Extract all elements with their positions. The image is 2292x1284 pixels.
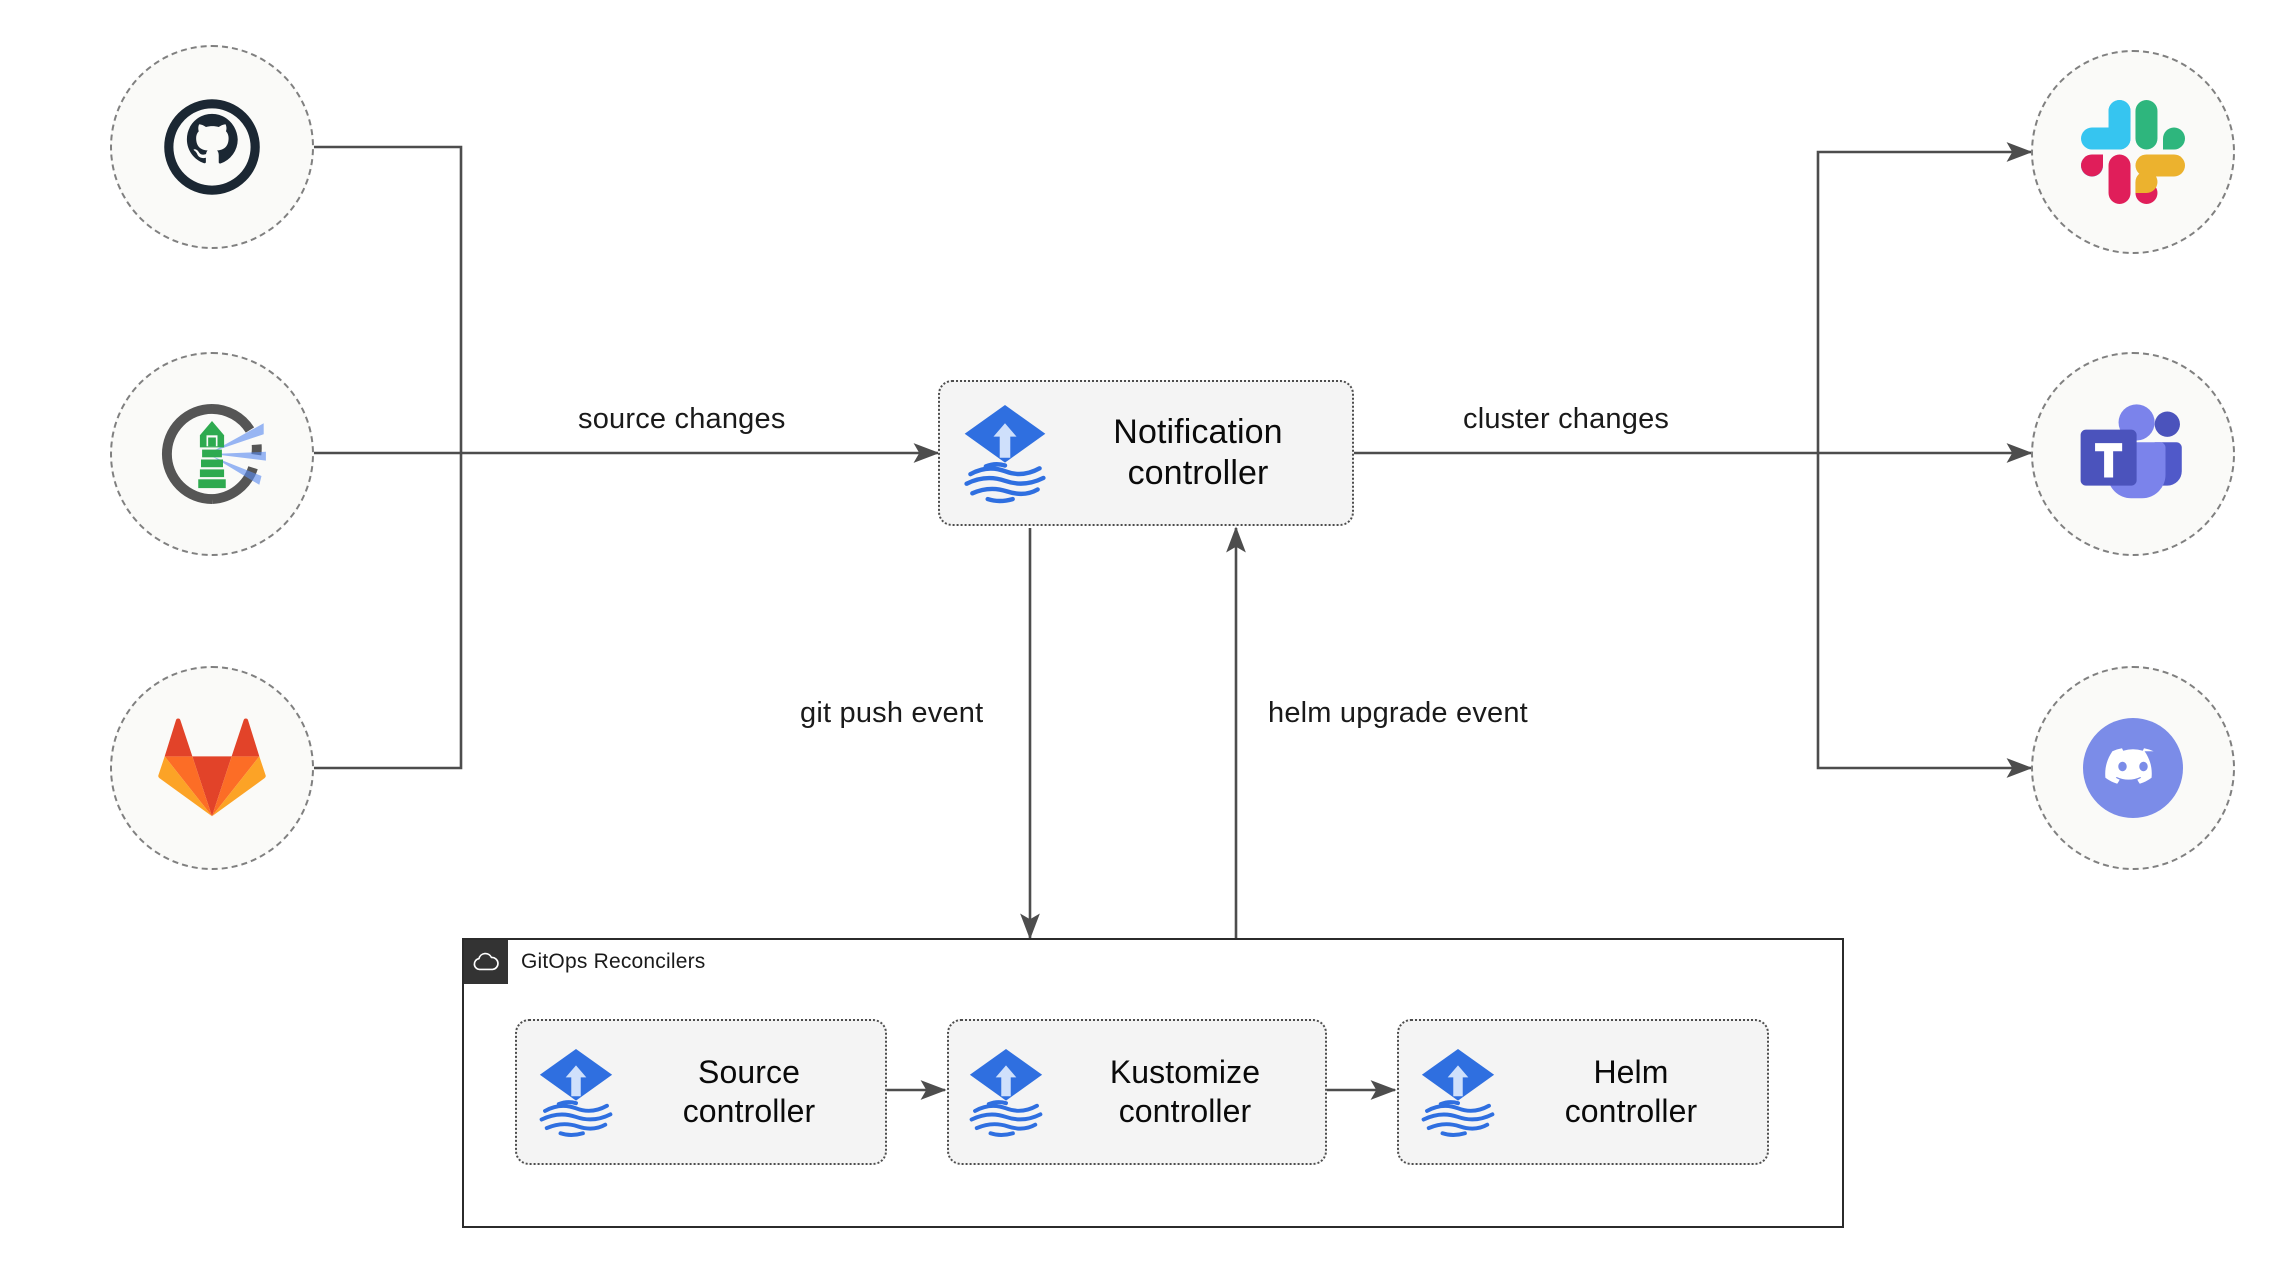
- flux-lighthouse-icon: [161, 403, 266, 505]
- destination-node-teams[interactable]: [2031, 352, 2235, 556]
- source-controller-label: Source controller: [682, 1053, 816, 1129]
- gitlab-icon: [158, 718, 266, 817]
- cloud-badge: [464, 940, 508, 984]
- github-icon: [164, 99, 260, 195]
- kustomize-controller-box[interactable]: Kustomize controller: [947, 1019, 1327, 1165]
- wire-trunk-to-slack: [1816, 142, 2033, 453]
- gitops-header: GitOps Reconcilers: [464, 940, 706, 984]
- edge-label-helm-upgrade-event: helm upgrade event: [1268, 697, 1528, 729]
- source-node-github[interactable]: [110, 45, 314, 249]
- notification-controller-box[interactable]: Notification controller: [938, 380, 1354, 526]
- edge-label-cluster-changes: cluster changes: [1463, 403, 1670, 435]
- helm-controller-label: Helm controller: [1564, 1053, 1698, 1129]
- flux-controller-icon: [1421, 1049, 1495, 1137]
- edge-label-git-push-event: git push event: [800, 697, 984, 729]
- controller-logo: [940, 401, 1070, 505]
- flux-controller-icon: [969, 1049, 1043, 1137]
- gitops-header-label: GitOps Reconcilers: [521, 950, 706, 973]
- source-node-gitlab[interactable]: [110, 666, 314, 870]
- ms-teams-icon: [2080, 404, 2182, 499]
- gitops-reconcilers-container: GitOps Reconcilers Source controller: [462, 938, 1844, 1228]
- controller-logo: [1399, 1045, 1517, 1139]
- flux-controller-icon: [964, 405, 1046, 504]
- helm-controller-box[interactable]: Helm controller: [1397, 1019, 1769, 1165]
- kustomize-controller-label: Kustomize controller: [1109, 1053, 1261, 1129]
- discord-icon: [2083, 718, 2183, 818]
- wire-trunk-to-discord: [1816, 453, 2033, 778]
- notification-controller-label: Notification controller: [1113, 412, 1283, 492]
- flux-controller-icon: [539, 1049, 613, 1137]
- destination-node-discord[interactable]: [2031, 666, 2235, 870]
- controller-logo: [517, 1045, 635, 1139]
- slack-icon: [2081, 100, 2185, 204]
- source-controller-box[interactable]: Source controller: [515, 1019, 887, 1165]
- edge-label-source-changes: source changes: [578, 403, 786, 435]
- cloud-icon: [473, 952, 499, 971]
- controller-logo: [949, 1045, 1063, 1139]
- source-node-flux[interactable]: [110, 352, 314, 556]
- destination-node-slack[interactable]: [2031, 50, 2235, 254]
